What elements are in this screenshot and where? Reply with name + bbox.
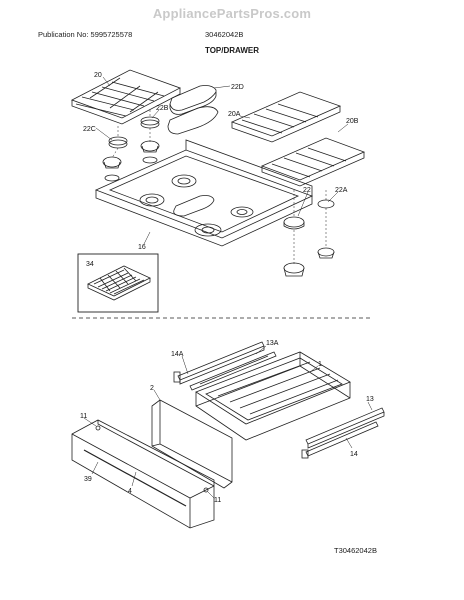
leader-lines [83,76,373,499]
callout-2: 2 [150,385,154,392]
cooktop-16 [94,139,314,247]
callout-11-top: 11 [80,413,87,420]
callout-20b: 20B [346,118,359,125]
drawer-panel-2 [151,399,233,489]
callout-14a: 14A [171,351,184,358]
callout-11-bottom: 11 [214,497,221,504]
model-code: 30462042B [205,30,244,39]
callout-20a: 20A [228,111,241,118]
griddle-box [77,253,159,313]
drawer-slide-14a [173,341,265,385]
callout-22: 22 [303,187,311,194]
callout-labels: 20 22D 22B 22C 20A 20B 22 22A 16 34 14A … [80,72,374,504]
assembly-guides [111,110,327,264]
burner-caps-right [283,199,335,277]
publication-number: Publication No: 5995725578 [38,30,133,39]
callout-22d: 22D [231,84,244,91]
drawer-front-4 [71,419,215,529]
callout-34: 34 [86,261,94,268]
callout-4: 4 [128,488,132,495]
grate-20b [260,137,366,187]
griddle-34 [87,265,151,301]
callout-22c: 22C [83,126,96,133]
callout-20: 20 [94,72,102,79]
callout-13a: 13A [266,340,279,347]
drawer-slide-13 [305,407,385,449]
callout-22a: 22A [335,187,348,194]
grate-20a [230,91,342,143]
drawer-body-1 [195,351,351,441]
callout-39: 39 [84,476,92,483]
callout-22b: 22B [156,105,169,112]
watermark: AppliancePartsPros.com [152,6,312,21]
drawer-slide-14 [301,421,379,459]
callout-14: 14 [350,451,358,458]
diagram-code: T30462042B [334,546,377,555]
drawer-slide-13a [189,351,277,391]
grate-20 [71,69,181,125]
section-title: TOP/DRAWER [204,46,260,55]
callout-1: 1 [318,361,322,368]
callout-16: 16 [138,244,146,251]
callout-13: 13 [366,396,374,403]
oval-burner-cap-22d [167,85,219,135]
